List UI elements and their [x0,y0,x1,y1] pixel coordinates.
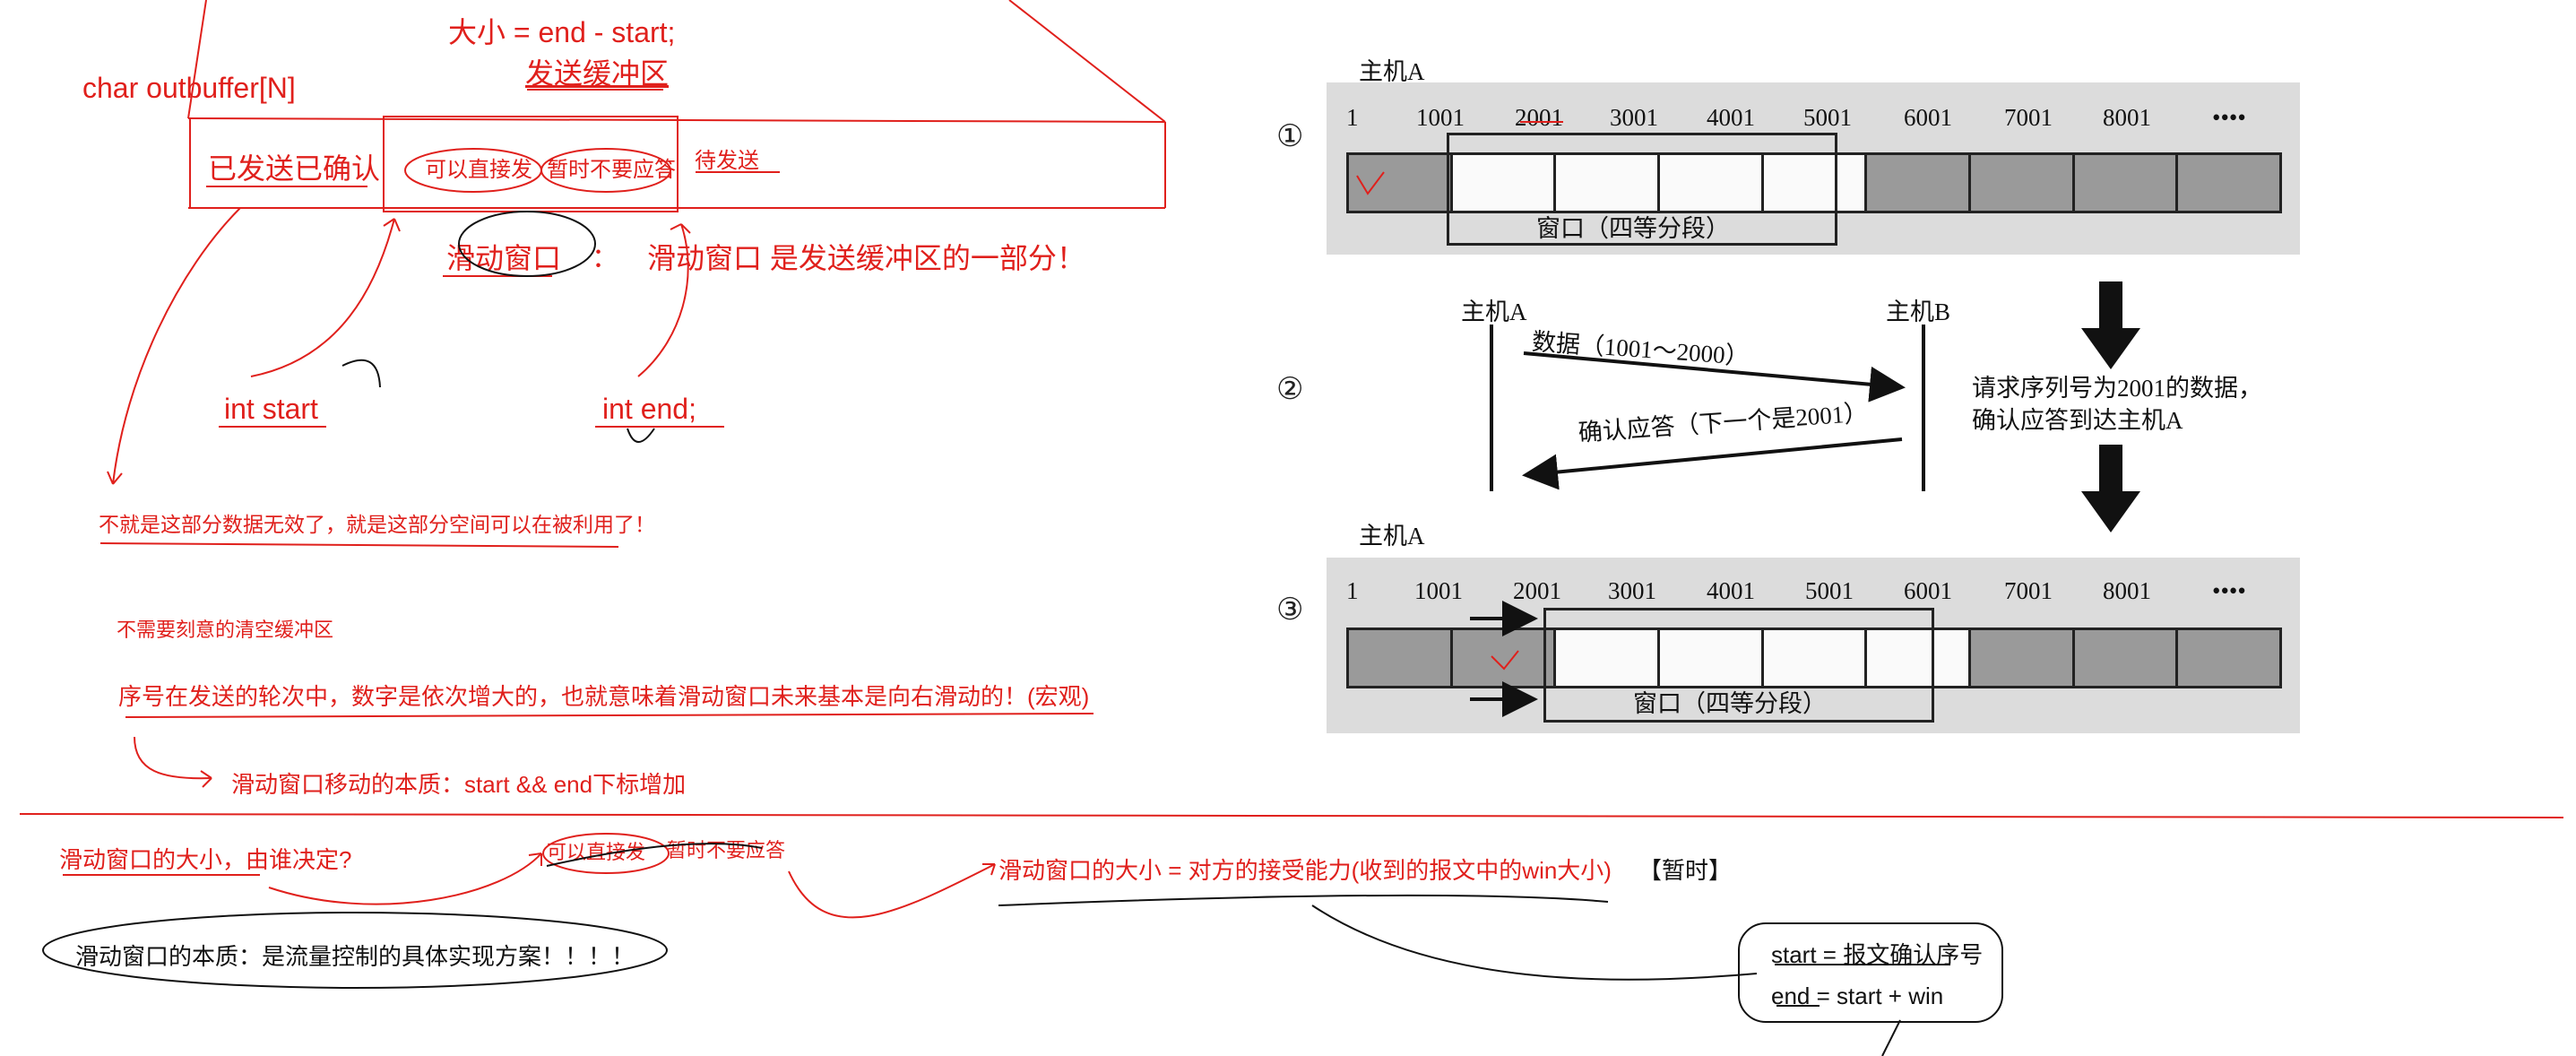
segment [1349,155,1453,211]
panel-2-host-b: 主机B [1886,299,1951,325]
segment [1971,630,2075,686]
to-send-label: 待发送 [695,149,759,173]
tick-4001: 4001 [1707,104,1755,131]
tick-1: 1 [1346,104,1359,131]
side-note-1: 请求序列号为2001的数据， [1972,375,2262,402]
segment [1763,155,1868,211]
segment [1556,155,1661,211]
int-start-label: int start [224,393,318,425]
no-clear-note: 不需要刻意的清空缓冲区 [117,619,334,641]
segment [1660,155,1764,211]
panel-3-window-frame [1543,608,1934,723]
segment [1971,155,2075,211]
essence-note: 滑动窗口的本质：是流量控制的具体实现方案！！！！ [75,943,635,970]
panel-1-window-frame [1447,133,1837,246]
tick-2001: 2001 [1513,577,1561,604]
segment [1556,630,1661,686]
panel-3-segment-row [1346,628,2282,688]
tick-1: 1 [1346,577,1359,604]
segment [2178,630,2280,686]
bottom-no-ack: 暂时不要应答 [667,839,786,861]
send-buffer-label: 发送缓冲区 [525,57,670,90]
temp-note: 【暂时】 [1638,857,1733,884]
tick-6001: 6001 [1904,577,1952,604]
panel-1-segment-row [1346,152,2282,213]
tick-1001: 1001 [1414,577,1463,604]
who-decides-note: 滑动窗口的大小，由谁决定? [59,846,352,873]
panel-2-host-a: 主机A [1461,299,1527,325]
tick-7001: 7001 [2004,577,2053,604]
tick-more: •••• [2212,577,2246,604]
segment [2074,155,2179,211]
tick-5001: 5001 [1805,577,1854,604]
can-send-label: 可以直接发 [425,158,532,182]
tick-8001: 8001 [2103,104,2151,131]
tick-4001: 4001 [1707,577,1755,604]
panel-3-window-label: 窗口（四等分段） [1633,690,1827,717]
segment [2074,630,2179,686]
segment [1452,630,1557,686]
window-size-note: 滑动窗口的大小 = 对方的接受能力(收到的报文中的win大小) [998,857,1612,884]
int-end-label: int end; [602,393,696,425]
step-3-marker: ③ [1276,592,1304,628]
colon-label: ： [592,244,618,273]
tick-3001: 3001 [1610,104,1658,131]
seq-note: 序号在发送的轮次中，数字是依次增大的，也就意味着滑动窗口未来基本是向右滑动的！(… [118,683,1090,710]
tick-1001: 1001 [1416,104,1465,131]
start-eq-note: start = 报文确认序号 [1771,941,1984,968]
sent-acked-label: 已发送已确认 [208,152,381,185]
side-note-2: 确认应答到达主机A [1972,407,2183,434]
step-2-marker: ② [1276,371,1304,407]
segment [1660,630,1764,686]
data-invalid-note: 不就是这部分数据无效了，就是这部分空间可以在被利用了！ [99,513,655,536]
panel-1-host-a: 主机A [1359,58,1425,85]
tick-8001: 8001 [2103,577,2151,604]
segment [2178,155,2280,211]
no-ack-label: 暂时不要应答 [547,158,676,182]
panel-1-window-label: 窗口（四等分段） [1536,215,1730,242]
end-eq-note: end = start + win [1771,982,1944,1009]
tick-3001: 3001 [1608,577,1656,604]
panel-3-host-a: 主机A [1359,523,1425,550]
tick-6001: 6001 [1904,104,1952,131]
segment [1349,630,1453,686]
tick-more: •••• [2212,104,2246,131]
segment [1763,630,1868,686]
step-1-marker: ① [1276,118,1304,154]
tick-7001: 7001 [2004,104,2053,131]
segment [1867,155,1972,211]
segment [1867,630,1972,686]
outbuffer-label: char outbuffer[N] [82,72,296,104]
segment [1452,155,1557,211]
size-formula: 大小 = end - start; [448,16,676,48]
window-part-note: 滑动窗口 是发送缓冲区的一部分！ [647,242,1085,274]
bottom-can-send: 可以直接发 [547,841,646,863]
tick-2001: 2001 [1515,104,1563,131]
move-essence-note: 滑动窗口移动的本质：start && end下标增加 [231,771,687,798]
tick-5001: 5001 [1803,104,1852,131]
